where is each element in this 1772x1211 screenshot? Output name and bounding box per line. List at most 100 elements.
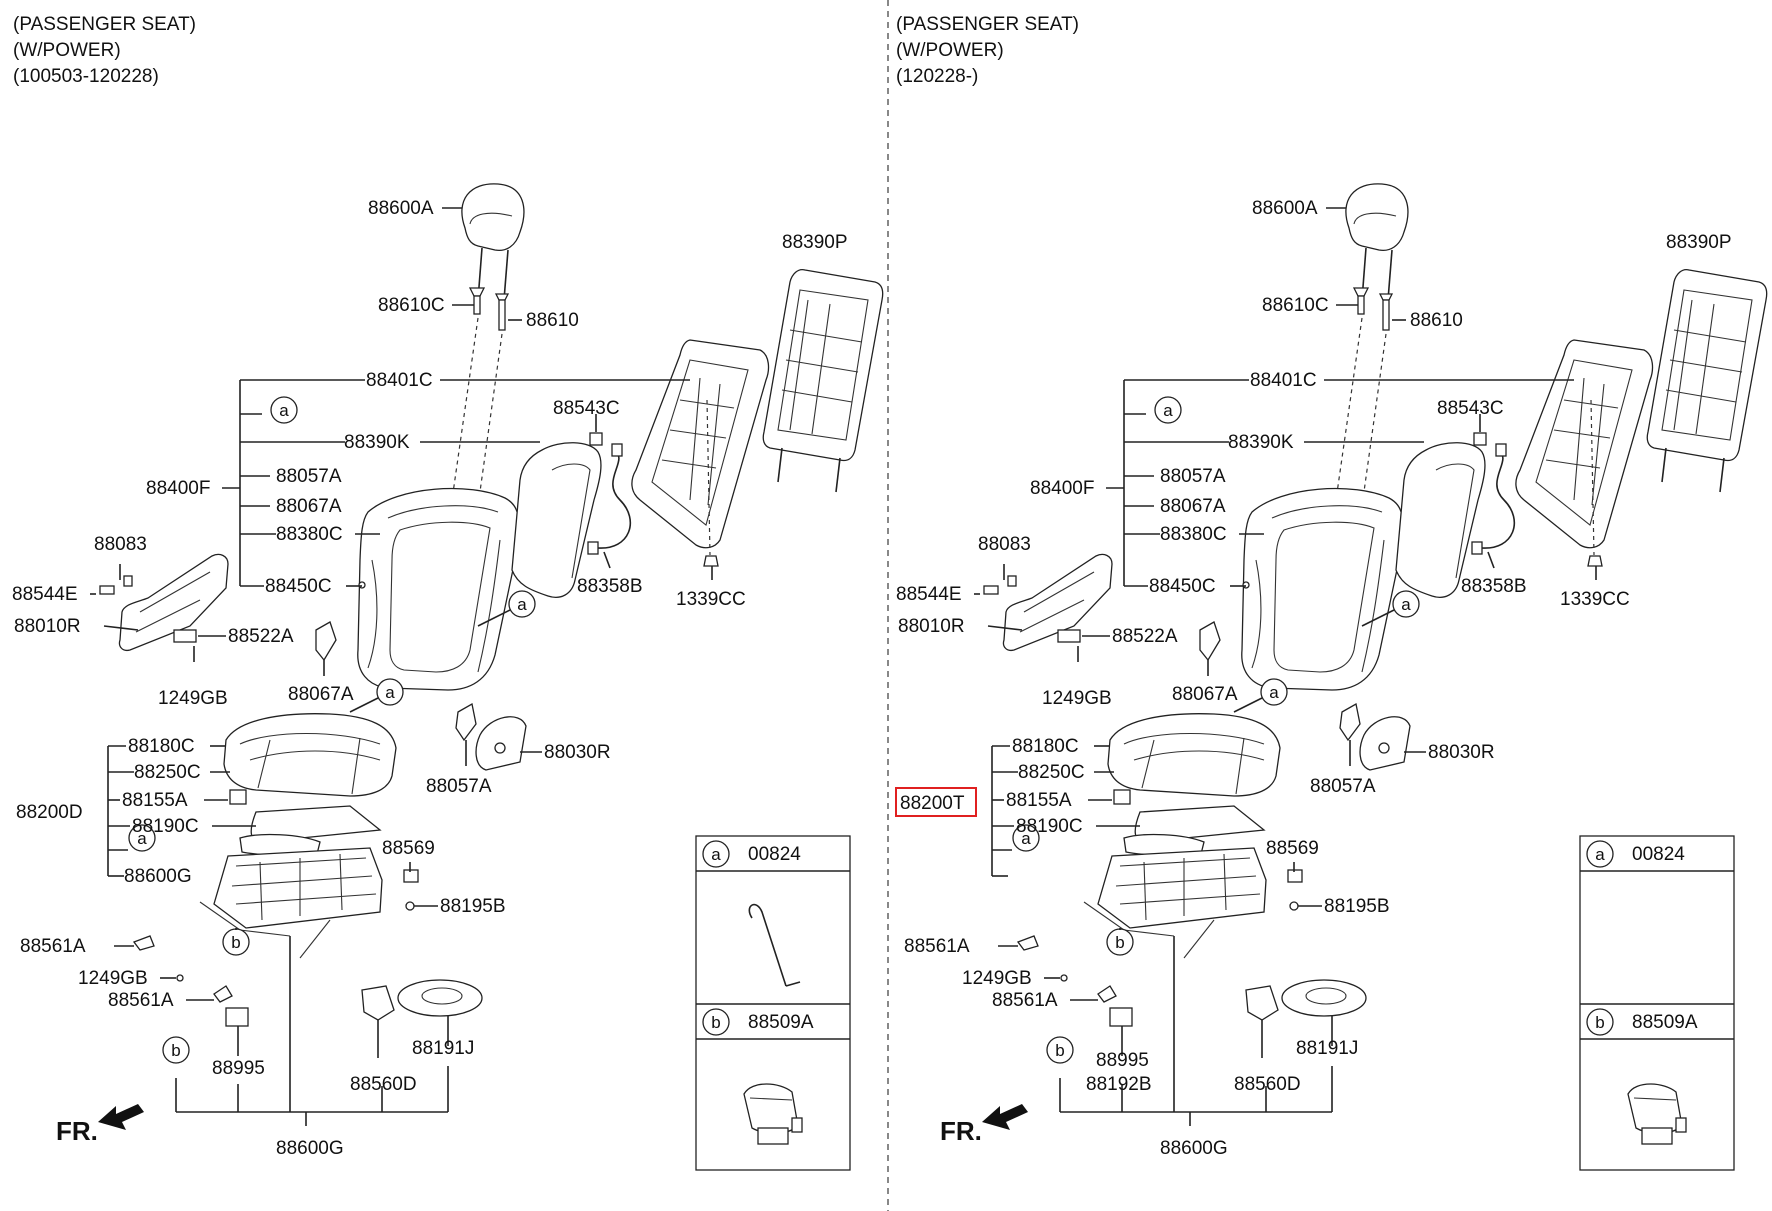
left-label-88544E[interactable]: 88544E <box>12 584 78 605</box>
left-label-88057A[interactable]: 88057A <box>276 466 342 487</box>
left-label-88610[interactable]: 88610 <box>526 310 579 331</box>
right-part-labels: 88600A 88610C 88610 88401C 88390K 88400F… <box>895 198 1732 1159</box>
left-label-88067A-lever[interactable]: 88067A <box>288 684 354 705</box>
left-label-88610C[interactable]: 88610C <box>378 295 445 316</box>
left-label-88560D[interactable]: 88560D <box>350 1074 417 1095</box>
right-label-88192B[interactable]: 88192B <box>1086 1074 1152 1095</box>
right-callout-a-1: a <box>1163 401 1173 420</box>
right-label-88610[interactable]: 88610 <box>1410 310 1463 331</box>
left-legend-art <box>695 835 851 1171</box>
left-panel: (PASSENGER SEAT) (W/POWER) (100503-12022… <box>12 14 884 1171</box>
right-label-88358B[interactable]: 88358B <box>1461 576 1527 597</box>
left-label-88191J[interactable]: 88191J <box>412 1038 474 1059</box>
left-label-88401C[interactable]: 88401C <box>366 370 433 391</box>
left-label-88390K[interactable]: 88390K <box>344 432 410 453</box>
right-legend-code-a[interactable]: 00824 <box>1632 844 1685 865</box>
left-callout-a-4: a <box>137 829 147 848</box>
right-label-88610C[interactable]: 88610C <box>1262 295 1329 316</box>
left-label-88995[interactable]: 88995 <box>212 1058 265 1079</box>
right-label-88067A[interactable]: 88067A <box>1160 496 1226 517</box>
right-legend-art <box>1579 835 1735 1171</box>
right-label-88155A[interactable]: 88155A <box>1006 790 1072 811</box>
right-label-1249GB[interactable]: 1249GB <box>1042 688 1112 709</box>
left-label-88067A[interactable]: 88067A <box>276 496 342 517</box>
right-label-88522A[interactable]: 88522A <box>1112 626 1178 647</box>
right-label-88180C[interactable]: 88180C <box>1012 736 1079 757</box>
right-label-88450C[interactable]: 88450C <box>1149 576 1216 597</box>
right-label-88561A[interactable]: 88561A <box>904 936 970 957</box>
right-callouts: a a a a b b <box>1021 401 1411 1060</box>
left-label-88600G-track[interactable]: 88600G <box>124 866 192 887</box>
left-label-88030R[interactable]: 88030R <box>544 742 611 763</box>
left-legend-code-b[interactable]: 88509A <box>748 1012 814 1033</box>
left-label-88600G-frame[interactable]: 88600G <box>276 1138 344 1159</box>
right-label-88057A-knob[interactable]: 88057A <box>1310 776 1376 797</box>
right-label-1249GB-lower[interactable]: 1249GB <box>962 968 1032 989</box>
right-header-line-1: (PASSENGER SEAT) <box>896 14 1079 35</box>
left-label-88390P[interactable]: 88390P <box>782 232 848 253</box>
left-label-88358B[interactable]: 88358B <box>577 576 643 597</box>
left-label-88600A[interactable]: 88600A <box>368 198 434 219</box>
right-label-88544E[interactable]: 88544E <box>896 584 962 605</box>
left-label-1249GB-lower[interactable]: 1249GB <box>78 968 148 989</box>
left-label-1249GB[interactable]: 1249GB <box>158 688 228 709</box>
left-label-88380C[interactable]: 88380C <box>276 524 343 545</box>
right-callout-b-1: b <box>1115 933 1124 952</box>
right-header: (PASSENGER SEAT) (W/POWER) (120228-) <box>896 14 1079 87</box>
left-legend-letter-a: a <box>711 845 721 864</box>
left-callout-a-1: a <box>279 401 289 420</box>
right-label-88401C[interactable]: 88401C <box>1250 370 1317 391</box>
right-label-88057A[interactable]: 88057A <box>1160 466 1226 487</box>
right-label-88190C[interactable]: 88190C <box>1016 816 1083 837</box>
right-label-88200T[interactable]: 88200T <box>900 793 965 814</box>
left-label-88522A[interactable]: 88522A <box>228 626 294 647</box>
left-label-88561A-lower[interactable]: 88561A <box>108 990 174 1011</box>
right-label-88250C[interactable]: 88250C <box>1018 762 1085 783</box>
left-label-88543C[interactable]: 88543C <box>553 398 620 419</box>
right-legend-letter-b: b <box>1595 1013 1604 1032</box>
left-label-88561A[interactable]: 88561A <box>20 936 86 957</box>
left-legend-code-a[interactable]: 00824 <box>748 844 801 865</box>
left-label-88200D[interactable]: 88200D <box>16 802 83 823</box>
left-label-1339CC[interactable]: 1339CC <box>676 589 746 610</box>
right-panel: (PASSENGER SEAT) (W/POWER) (120228-) 886… <box>895 14 1768 1171</box>
left-label-88569[interactable]: 88569 <box>382 838 435 859</box>
right-header-line-2: (W/POWER) <box>896 40 1004 61</box>
right-label-88400F[interactable]: 88400F <box>1030 478 1094 499</box>
right-label-88561A-lower[interactable]: 88561A <box>992 990 1058 1011</box>
left-label-88195B[interactable]: 88195B <box>440 896 506 917</box>
right-label-88569[interactable]: 88569 <box>1266 838 1319 859</box>
left-label-88010R[interactable]: 88010R <box>14 616 81 637</box>
left-label-88250C[interactable]: 88250C <box>134 762 201 783</box>
right-label-88560D[interactable]: 88560D <box>1234 1074 1301 1095</box>
right-label-88083[interactable]: 88083 <box>978 534 1031 555</box>
right-label-88390K[interactable]: 88390K <box>1228 432 1294 453</box>
right-label-88995[interactable]: 88995 <box>1096 1050 1149 1071</box>
right-label-1339CC[interactable]: 1339CC <box>1560 589 1630 610</box>
left-label-88180C[interactable]: 88180C <box>128 736 195 757</box>
left-legend-box: a 00824 b 88509A <box>695 835 851 1171</box>
left-part-labels: 88600A 88610C 88610 88401C 88390K 88400F… <box>12 198 848 1159</box>
left-callout-b-1: b <box>231 933 240 952</box>
left-label-88190C[interactable]: 88190C <box>132 816 199 837</box>
right-label-88543C[interactable]: 88543C <box>1437 398 1504 419</box>
right-label-88380C[interactable]: 88380C <box>1160 524 1227 545</box>
right-label-88390P[interactable]: 88390P <box>1666 232 1732 253</box>
left-label-88155A[interactable]: 88155A <box>122 790 188 811</box>
left-label-88400F[interactable]: 88400F <box>146 478 210 499</box>
left-legend-letter-b: b <box>711 1013 720 1032</box>
right-legend-code-b[interactable]: 88509A <box>1632 1012 1698 1033</box>
left-label-88057A-knob[interactable]: 88057A <box>426 776 492 797</box>
right-label-88600G-frame[interactable]: 88600G <box>1160 1138 1228 1159</box>
left-label-88450C[interactable]: 88450C <box>265 576 332 597</box>
right-label-88010R[interactable]: 88010R <box>898 616 965 637</box>
right-label-88600A[interactable]: 88600A <box>1252 198 1318 219</box>
left-callouts: a a a a b b <box>137 401 527 1060</box>
right-label-88030R[interactable]: 88030R <box>1428 742 1495 763</box>
left-callout-a-2: a <box>517 595 527 614</box>
right-label-88067A-lever[interactable]: 88067A <box>1172 684 1238 705</box>
left-label-88083[interactable]: 88083 <box>94 534 147 555</box>
right-label-88195B[interactable]: 88195B <box>1324 896 1390 917</box>
right-label-88191J[interactable]: 88191J <box>1296 1038 1358 1059</box>
